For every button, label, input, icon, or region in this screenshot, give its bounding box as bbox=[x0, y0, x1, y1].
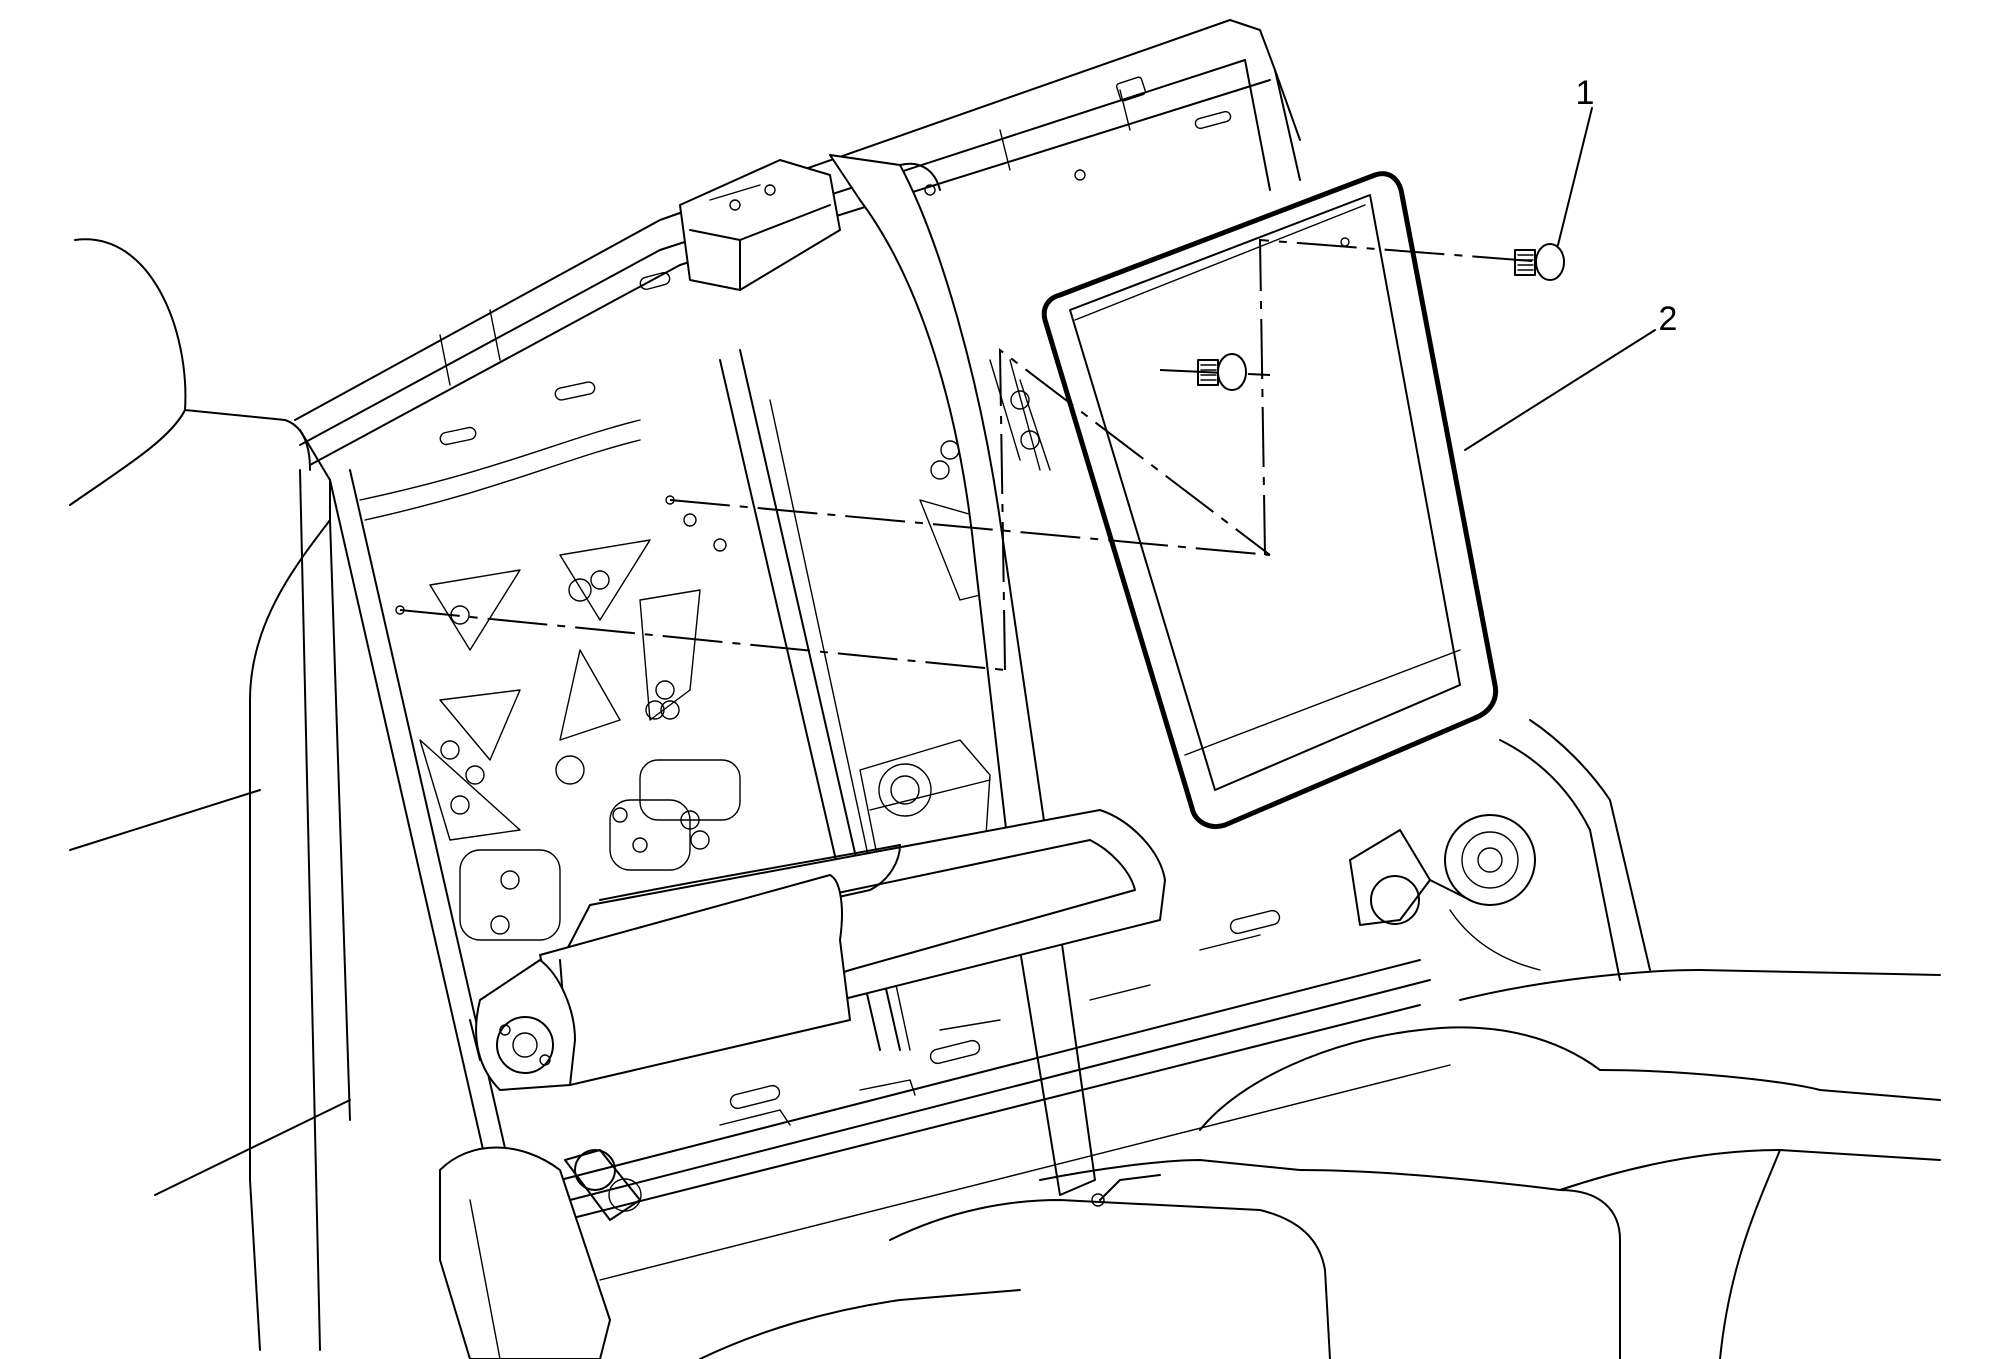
callout-1-label: 1 bbox=[1576, 74, 1595, 112]
alignment-lines bbox=[395, 237, 1546, 671]
left-pivot bbox=[439, 1146, 642, 1359]
seat-cushion bbox=[699, 969, 1941, 1359]
right-pivot bbox=[1349, 719, 1651, 981]
seat-back-frame bbox=[294, 19, 1301, 1181]
trim-panel bbox=[1041, 171, 1499, 829]
callout-2-leader bbox=[1464, 329, 1656, 451]
retainer-upper bbox=[1514, 243, 1565, 281]
left-seat-bolster bbox=[69, 429, 351, 1351]
left-headrest bbox=[69, 238, 311, 506]
armrest bbox=[469, 809, 1166, 1091]
seat-belt-strap bbox=[829, 154, 1096, 1196]
latch-bracket bbox=[679, 159, 841, 291]
callout-1-leader bbox=[1557, 107, 1593, 246]
callout-2-label: 2 bbox=[1659, 300, 1678, 338]
lower-frame-tube bbox=[544, 909, 1451, 1281]
retainer-lower bbox=[1197, 353, 1247, 391]
